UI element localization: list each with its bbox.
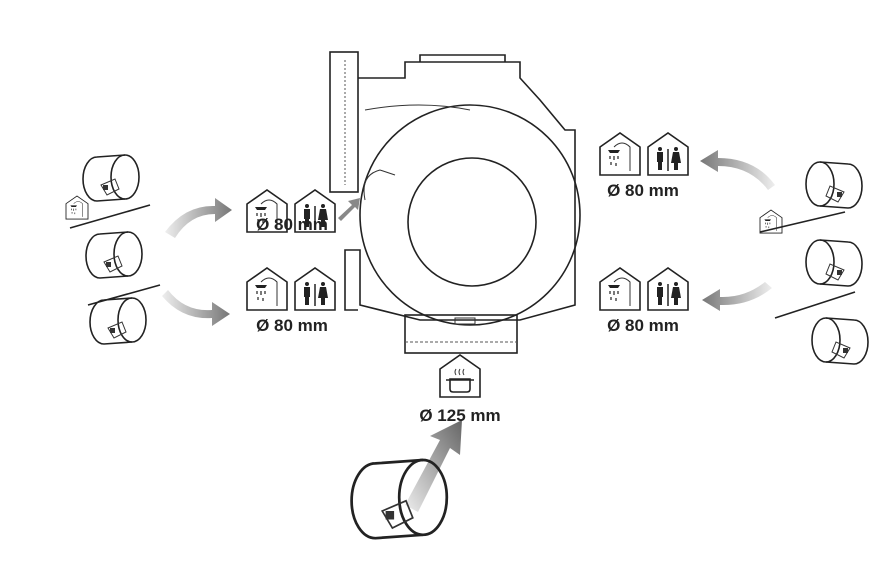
damper-icon	[85, 231, 143, 279]
airflow-arrows	[162, 150, 775, 512]
diameter-label-right-top: Ø 80 mm	[607, 181, 679, 200]
damper-icon	[805, 239, 863, 287]
arrow-icon	[162, 290, 230, 326]
diameter-label-bottom: Ø 125 mm	[419, 406, 500, 425]
dampers	[65, 154, 869, 540]
shower-house-icon	[599, 267, 641, 311]
wc-house-icon	[647, 267, 689, 311]
damper-icon	[89, 297, 147, 345]
damper-icon	[811, 317, 869, 365]
arrow-icon	[702, 282, 772, 311]
damper-icon	[805, 161, 863, 209]
shower-house-icon	[246, 267, 288, 311]
arrow-icon	[700, 150, 775, 190]
shower-house-icon	[599, 132, 641, 176]
wc-house-icon	[294, 267, 336, 311]
damper-icon	[82, 154, 140, 202]
arrow-icon	[405, 420, 462, 512]
fan-unit	[329, 51, 581, 354]
diameter-label-right-bottom: Ø 80 mm	[607, 316, 679, 335]
diameter-label-left-bottom: Ø 80 mm	[256, 316, 328, 335]
diameter-label-left-top: Ø 80 mm	[256, 215, 328, 234]
wc-house-icon	[647, 132, 689, 176]
arrow-icon	[338, 198, 360, 221]
shower-house-icon	[65, 195, 89, 220]
cooking-pot-house-icon	[439, 354, 481, 398]
arrow-icon	[165, 198, 232, 238]
